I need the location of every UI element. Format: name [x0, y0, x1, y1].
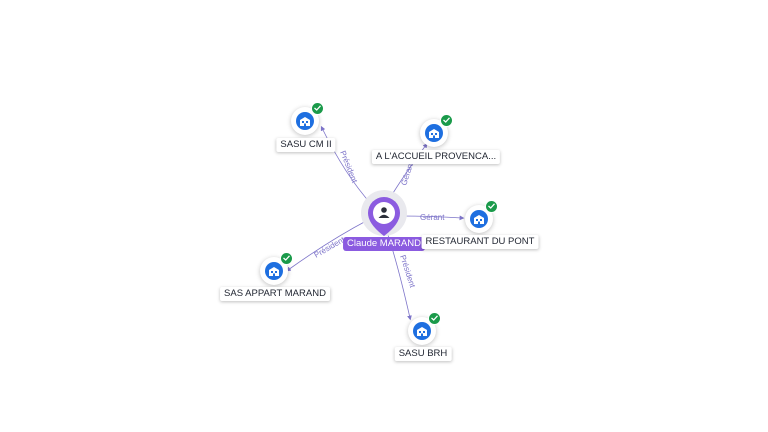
company-node-restaurant-du-pont[interactable]	[465, 200, 498, 233]
company-label-sasu-cm-ii[interactable]: SASU CM II	[276, 138, 336, 152]
verified-check-icon	[280, 252, 293, 265]
edge-label-sasu-cm-ii: Président	[338, 149, 359, 184]
edge-label-sasu-brh: Président	[398, 254, 417, 290]
company-label-restaurant-du-pont[interactable]: RESTAURANT DU PONT	[421, 235, 539, 249]
company-label-sas-appart-marand[interactable]: SAS APPART MARAND	[220, 287, 330, 301]
person-icon	[378, 207, 390, 218]
company-node-sas-appart-marand[interactable]	[260, 252, 293, 285]
person-name-label[interactable]: Claude MARAND	[343, 237, 425, 251]
company-label-sasu-brh[interactable]: SASU BRH	[394, 347, 452, 361]
building-icon	[429, 129, 439, 138]
verified-check-icon	[440, 114, 453, 127]
verified-check-icon	[485, 200, 498, 213]
company-node-sasu-cm-ii[interactable]	[291, 102, 324, 135]
verified-check-icon	[428, 312, 441, 325]
company-node-a-laccueil-provencal[interactable]	[420, 114, 453, 147]
verified-check-icon	[311, 102, 324, 115]
building-icon	[269, 267, 279, 276]
person-node[interactable]	[361, 190, 407, 236]
building-icon	[474, 215, 484, 224]
edge-label-sas-appart-marand: Président	[313, 235, 347, 260]
company-label-a-laccueil-provencal[interactable]: A L'ACCUEIL PROVENCA...	[371, 150, 501, 164]
edge-sas-appart-marand	[286, 219, 369, 272]
building-icon	[300, 117, 310, 126]
company-node-sasu-brh[interactable]	[408, 312, 441, 345]
edge-label-restaurant-du-pont: Gérant	[420, 213, 445, 222]
building-icon	[417, 327, 427, 336]
